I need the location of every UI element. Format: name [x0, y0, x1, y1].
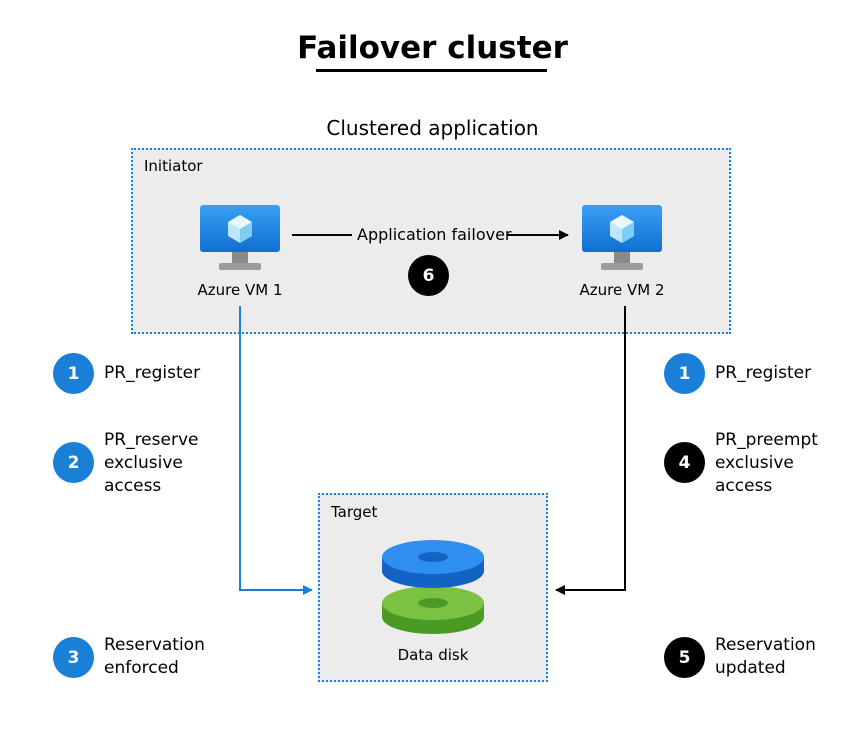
data-disk-icon	[382, 540, 484, 634]
right-step-text-1: PR_register	[715, 363, 812, 383]
clustered-application-label: Clustered application	[326, 116, 539, 140]
left-step-badge-3: 3	[53, 637, 94, 678]
azure-vm-1-icon	[200, 205, 280, 270]
left-step-badge-1: 1	[53, 353, 94, 394]
step-badge-6: 6	[408, 255, 449, 296]
left-step-badge-2: 2	[53, 442, 94, 483]
right-step-badge-5: 5	[664, 637, 705, 678]
target-label: Target	[331, 503, 378, 521]
data-disk-label: Data disk	[397, 646, 469, 664]
right-step-badge-1: 1	[664, 353, 705, 394]
vm2-to-disk-connector	[555, 306, 626, 595]
title-underline	[316, 69, 547, 72]
right-step-text-4: PR_preempt exclusive access	[715, 430, 818, 496]
left-step-text-1: PR_register	[104, 363, 201, 383]
left-step-text-2: PR_reserve exclusive access	[104, 430, 199, 496]
right-step-badge-4: 4	[664, 442, 705, 483]
diagram-title: Failover cluster	[297, 30, 568, 66]
azure-vm-2-icon	[582, 205, 662, 270]
azure-vm-2-label: Azure VM 2	[579, 281, 665, 299]
azure-vm-1-label: Azure VM 1	[197, 281, 283, 299]
right-step-text-5: Reservation updated	[715, 635, 816, 678]
initiator-label: Initiator	[144, 157, 203, 175]
application-failover-label: Application failover	[357, 225, 512, 244]
left-step-text-3: Reservation enforced	[104, 635, 205, 678]
vm1-to-disk-connector	[239, 306, 313, 595]
